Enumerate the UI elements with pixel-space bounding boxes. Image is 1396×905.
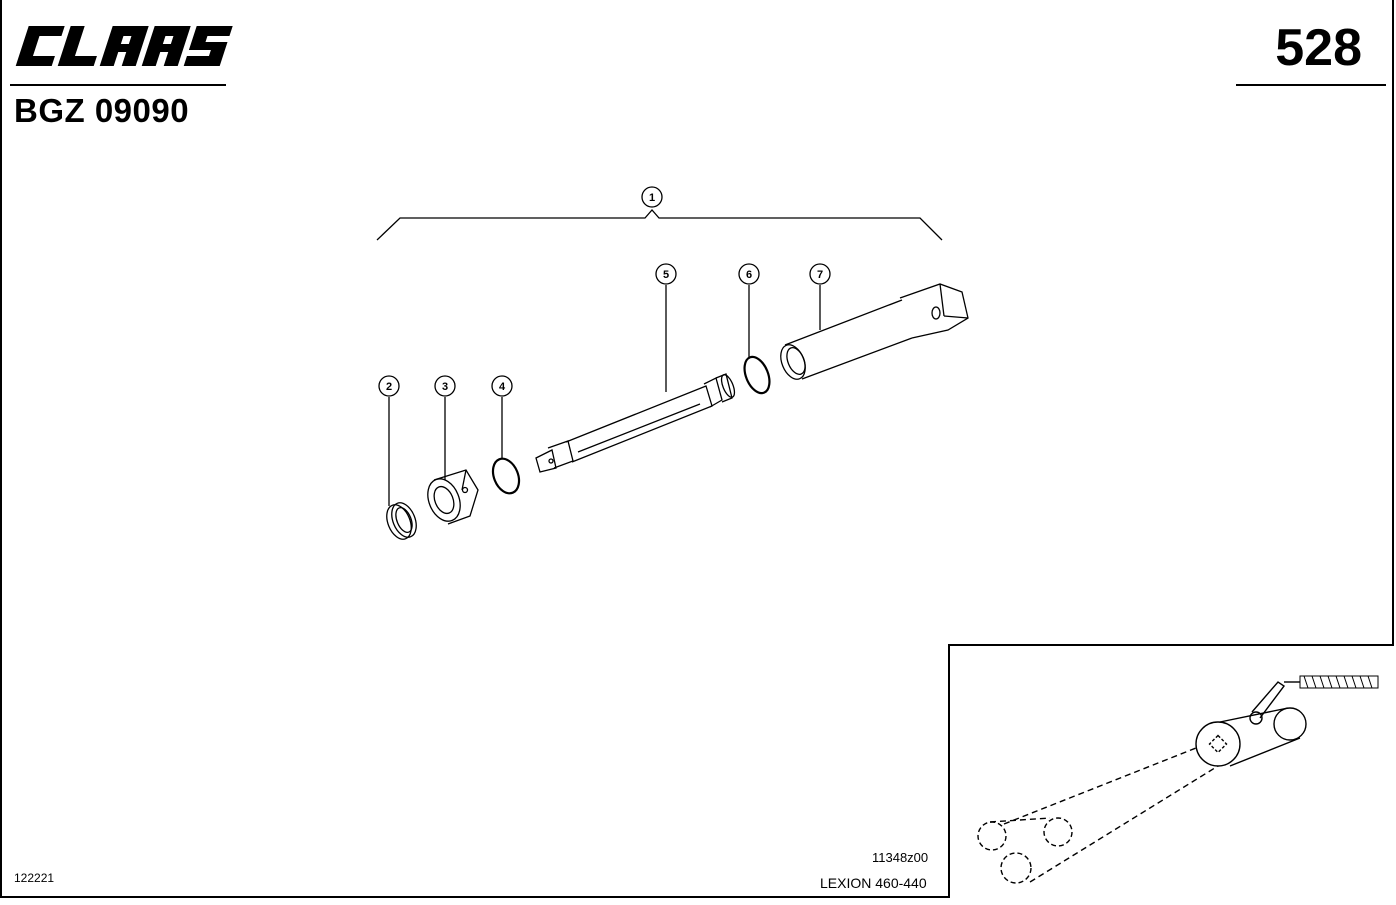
callout-label-3: 3 (442, 381, 448, 393)
location-inset (948, 644, 1394, 898)
part-hex-nut (427, 469, 479, 525)
callout-circles (378, 186, 831, 397)
callout-label-4: 4 (499, 381, 506, 393)
model-range: LEXION 460-440 (820, 875, 927, 891)
part-tube (780, 283, 969, 380)
callout-label-6: 6 (746, 269, 752, 281)
document-code: BGZ 09090 (14, 92, 190, 129)
part-ring (386, 502, 417, 540)
part-o-ring-small (491, 457, 521, 495)
page-number: 528 (1275, 19, 1362, 77)
callout-label-5: 5 (663, 269, 669, 281)
part-o-ring-large (743, 355, 771, 395)
callout-label-1: 1 (649, 192, 655, 204)
claas-logo (15, 26, 233, 66)
belt-drive-sketch (977, 675, 1379, 884)
drawing-number: 11348z00 (872, 850, 929, 865)
callout-label-7: 7 (817, 269, 823, 281)
callout-label-2: 2 (386, 381, 392, 393)
header-rule-left (10, 84, 226, 86)
part-shaft (535, 373, 736, 473)
assembly-bracket (376, 209, 943, 241)
header-rule-right (1236, 84, 1386, 86)
document-id: 122221 (14, 871, 55, 885)
